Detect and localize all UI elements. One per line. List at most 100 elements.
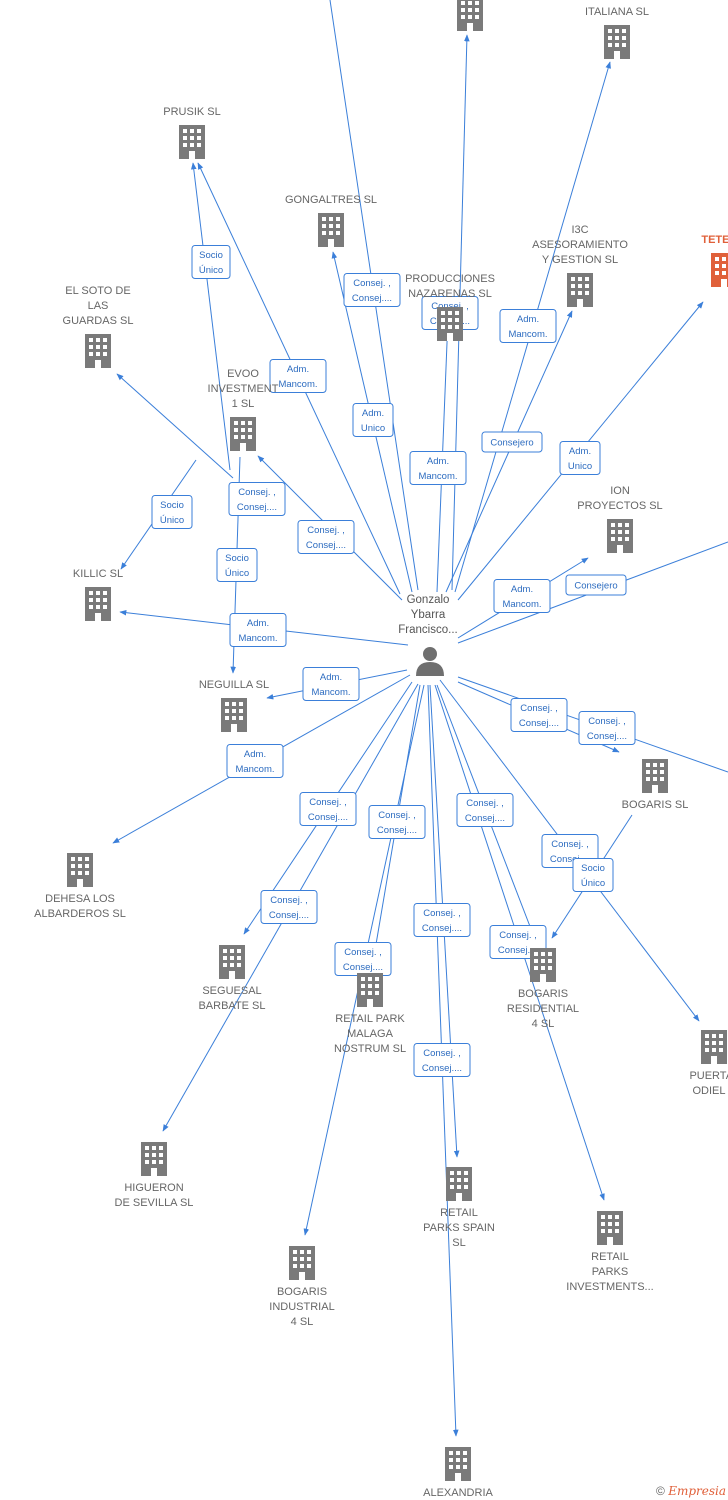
relation-text: Adm.	[517, 314, 539, 325]
edge-soto	[116, 373, 234, 479]
company-label: EVOO	[227, 368, 259, 380]
company-label: BARBATE SL	[198, 1000, 265, 1012]
building-icon	[230, 417, 256, 451]
relation-label-r-italiana[interactable]: Adm.Mancom.	[499, 309, 557, 343]
relation-text: Adm.	[320, 672, 342, 683]
company-label: RETAIL	[440, 1207, 478, 1219]
relation-label-r-higueron[interactable]: Consej. , Consej....	[260, 890, 318, 924]
relation-label-r-spain[interactable]: Consej. ,Consej....	[413, 903, 471, 937]
relation-label-r-prod-adm[interactable]: Adm. Mancom.	[409, 451, 467, 485]
relation-label-r-prusik-adm[interactable]: Adm.Mancom.	[269, 359, 327, 393]
company-label: NOSTRUM SL	[334, 1043, 406, 1055]
company-node-puerta[interactable]: PUERTA IODIEL S	[689, 1030, 728, 1097]
relation-text: Mancom.	[418, 471, 457, 482]
company-label: INVESTMENT	[208, 383, 279, 395]
relation-label-r-killic-adm[interactable]: Adm.Mancom.	[229, 613, 287, 647]
relation-label-r-bogaris[interactable]: Consej. ,Consej....	[578, 711, 636, 745]
company-node-italiana[interactable]: ITALIANA SL	[585, 6, 649, 59]
relation-label-r-retinv[interactable]: Consej. ,Consej....	[456, 793, 514, 827]
relation-label-r-i3c[interactable]: Consejero	[481, 431, 543, 453]
edge-prusik-b	[190, 162, 231, 471]
relation-label-r-dehesa[interactable]: Adm.Mancom.	[226, 744, 284, 778]
building-icon	[457, 0, 483, 31]
relation-label-r-ion-adm[interactable]: Adm.Mancom.	[493, 579, 551, 613]
company-label: ALBARDEROS SL	[34, 908, 126, 920]
relation-text: Consej....	[550, 854, 590, 865]
relation-label-r-tetego[interactable]: Adm.Unico	[559, 441, 601, 475]
building-icon	[85, 334, 111, 368]
brand-name: Empresia	[668, 1484, 726, 1498]
relation-text: Consej....	[422, 1063, 462, 1074]
relation-label-r-evoo2[interactable]: Consej. ,Consej....	[297, 520, 355, 554]
company-label: GUARDAS SL	[63, 315, 134, 327]
company-node-retail-inv[interactable]: RETAILPARKSINVESTMENTS...	[566, 1211, 654, 1293]
relation-label-r-right1[interactable]: Consej. ,Consej....	[510, 698, 568, 732]
relation-text: Adm.	[427, 456, 449, 467]
relation-label-r-neguilla-adm[interactable]: Adm.Mancom.	[302, 667, 360, 701]
building-icon	[642, 759, 668, 793]
relation-text: Adm.	[569, 446, 591, 457]
building-icon	[597, 1211, 623, 1245]
relation-label-r-seg1[interactable]: Consej. ,Consej....	[299, 792, 357, 826]
relation-label-r-alex[interactable]: Consej. ,Consej....	[413, 1043, 471, 1077]
company-label: PUERTA I	[689, 1070, 728, 1082]
relation-text: Único	[581, 878, 605, 889]
relation-text: Consej. ,	[378, 810, 416, 821]
relation-text: Consej....	[465, 813, 505, 824]
building-icon	[607, 519, 633, 553]
relation-label-r-ion-cons[interactable]: Consejero	[565, 574, 627, 596]
company-node-bogaris[interactable]: BOGARIS SL	[622, 759, 689, 811]
person-name-label: Ybarra	[411, 609, 446, 621]
company-node-neguilla[interactable]: NEGUILLA SL	[199, 679, 269, 732]
relation-text: Único	[160, 515, 184, 526]
relation-text: Socio	[225, 553, 249, 564]
company-label: GONGALTRES SL	[285, 194, 377, 206]
company-node-gongaltres[interactable]: GONGALTRES SL	[285, 194, 377, 247]
company-node-prusik[interactable]: PRUSIK SL	[163, 106, 221, 159]
company-node-tetego[interactable]: TETEGO	[701, 234, 728, 287]
relation-text: Consej. ,	[270, 895, 308, 906]
company-label: BOGARIS	[277, 1286, 327, 1298]
relation-text: Adm.	[362, 408, 384, 419]
relation-text: Consej....	[519, 718, 559, 729]
center-person-node[interactable]: GonzaloYbarraFrancisco...	[398, 594, 458, 676]
relation-text: Consej....	[269, 910, 309, 921]
relation-text: Consej....	[306, 540, 346, 551]
relation-label-r-gong-adm[interactable]: Adm.Unico	[352, 403, 394, 437]
relation-label-r-malaga1[interactable]: Consej. ,Consej....	[368, 805, 426, 839]
building-icon	[567, 273, 593, 307]
relation-text: Mancom.	[278, 379, 317, 390]
company-node-top-building[interactable]	[457, 0, 483, 31]
relation-text: Consej. ,	[499, 930, 537, 941]
company-node-alexandria[interactable]: ALEXANDRIA	[423, 1447, 494, 1499]
relation-label-r-malaga2[interactable]: Consej. ,Consej....	[334, 942, 392, 976]
company-label: BOGARIS SL	[622, 799, 689, 811]
company-label: INVESTMENTS...	[566, 1281, 653, 1293]
person-name-label: Gonzalo	[407, 594, 450, 606]
company-label: RETAIL	[591, 1251, 629, 1263]
relation-label-r-evoo[interactable]: Consej. ,Consej....	[228, 482, 286, 516]
relation-text: Consej....	[422, 923, 462, 934]
relation-label-r-gong[interactable]: Consej. ,Consej....	[343, 273, 401, 307]
relation-text: Único	[225, 568, 249, 579]
company-label: 4 SL	[532, 1018, 555, 1030]
company-label: I3C	[571, 224, 588, 236]
company-node-killic[interactable]: KILLIC SL	[73, 568, 123, 621]
company-label: Y GESTION SL	[542, 254, 618, 266]
